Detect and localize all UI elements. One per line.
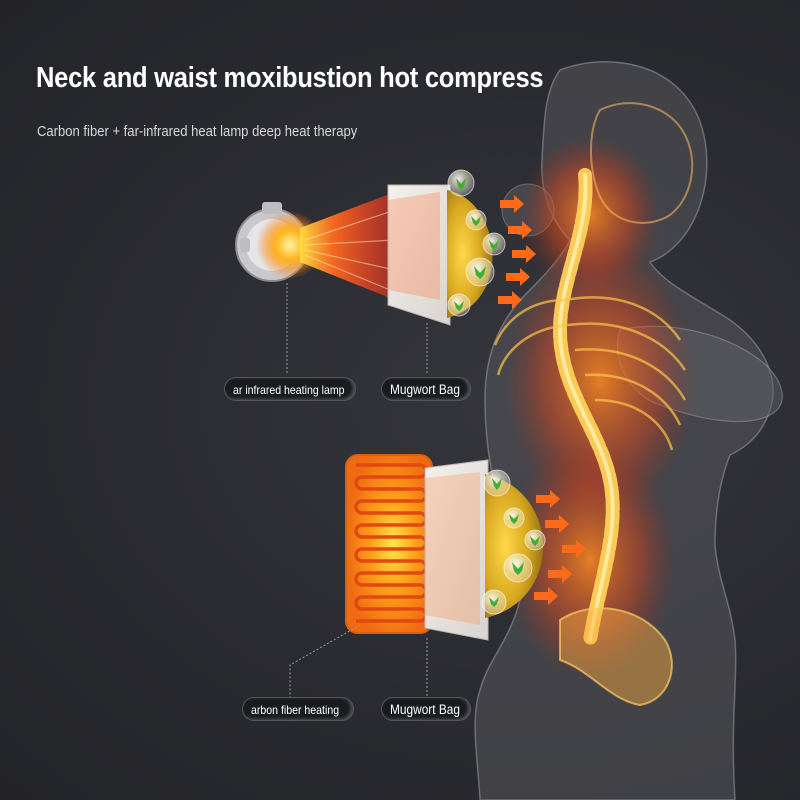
mugwort-top-label-text: Mugwort Bag [390, 382, 461, 397]
top-herb-leaves [454, 178, 499, 311]
page-title: Neck and waist moxibustion hot compress [36, 62, 544, 94]
bottom-herb-leaves [489, 478, 540, 607]
leader-lines [286, 283, 428, 697]
mugwort-bottom-label-text: Mugwort Bag [390, 702, 461, 717]
top-herb-bubbles [447, 169, 506, 317]
infrared-lamp [235, 202, 324, 282]
carbon-label: arbon fiber heating [242, 697, 354, 721]
bottom-heat-arrows [534, 490, 586, 605]
lamp-label-text: ar infrared heating lamp [233, 383, 345, 397]
mugwort-bottom-label: Mugwort Bag [381, 697, 471, 721]
lamp-label: ar infrared heating lamp [224, 377, 356, 401]
top-panel [387, 184, 451, 326]
pelvis [559, 607, 673, 707]
bottom-mugwort-bag [485, 474, 544, 618]
carbon-label-text: arbon fiber heating [251, 703, 340, 717]
top-heat-arrows [498, 195, 536, 309]
ribs [493, 296, 687, 451]
page-subtitle: Carbon fiber + far-infrared heat lamp de… [37, 124, 358, 140]
mugwort-top-label: Mugwort Bag [381, 377, 471, 401]
bottom-panel [424, 459, 489, 641]
skull [590, 102, 694, 224]
infrared-beam [300, 192, 395, 300]
